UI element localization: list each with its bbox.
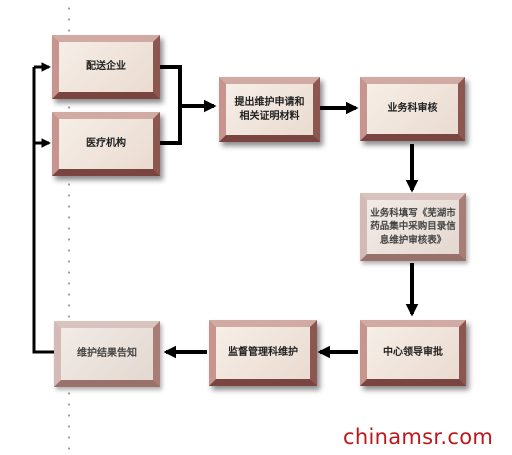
node-medical-label: 医疗机构 [86, 138, 126, 149]
connector-distributor-to-submit [160, 65, 182, 108]
node-fill-form-label: 业务科填写《芜湖市药品集中采购目录信息维护审核表》 [370, 208, 456, 246]
node-approve: 中心领导审批 [360, 320, 466, 386]
node-submit-label: 提出维护申请和相关证明材料 [234, 96, 305, 122]
node-notify: 维护结果告知 [54, 321, 160, 387]
node-review: 业务科审核 [360, 77, 465, 141]
node-distributor-label: 配送企业 [86, 61, 126, 72]
node-medical: 医疗机构 [52, 112, 160, 176]
node-fill-form: 业务科填写《芜湖市药品集中采购目录信息维护审核表》 [360, 193, 466, 261]
node-distributor: 配送企业 [52, 35, 160, 99]
node-notify-label: 维护结果告知 [77, 348, 137, 359]
dotted-guide-line [67, 0, 71, 455]
watermark-text: chinamsr.com [343, 425, 494, 449]
node-maintain: 监督管理科维护 [209, 320, 317, 386]
node-review-label: 业务科审核 [387, 103, 438, 114]
connector-feedback-loop [32, 67, 54, 354]
node-submit: 提出维护申请和相关证明材料 [219, 77, 320, 142]
node-maintain-label: 监督管理科维护 [228, 347, 298, 358]
node-approve-label: 中心领导审批 [383, 347, 443, 358]
connector-medical-to-submit [160, 102, 182, 145]
